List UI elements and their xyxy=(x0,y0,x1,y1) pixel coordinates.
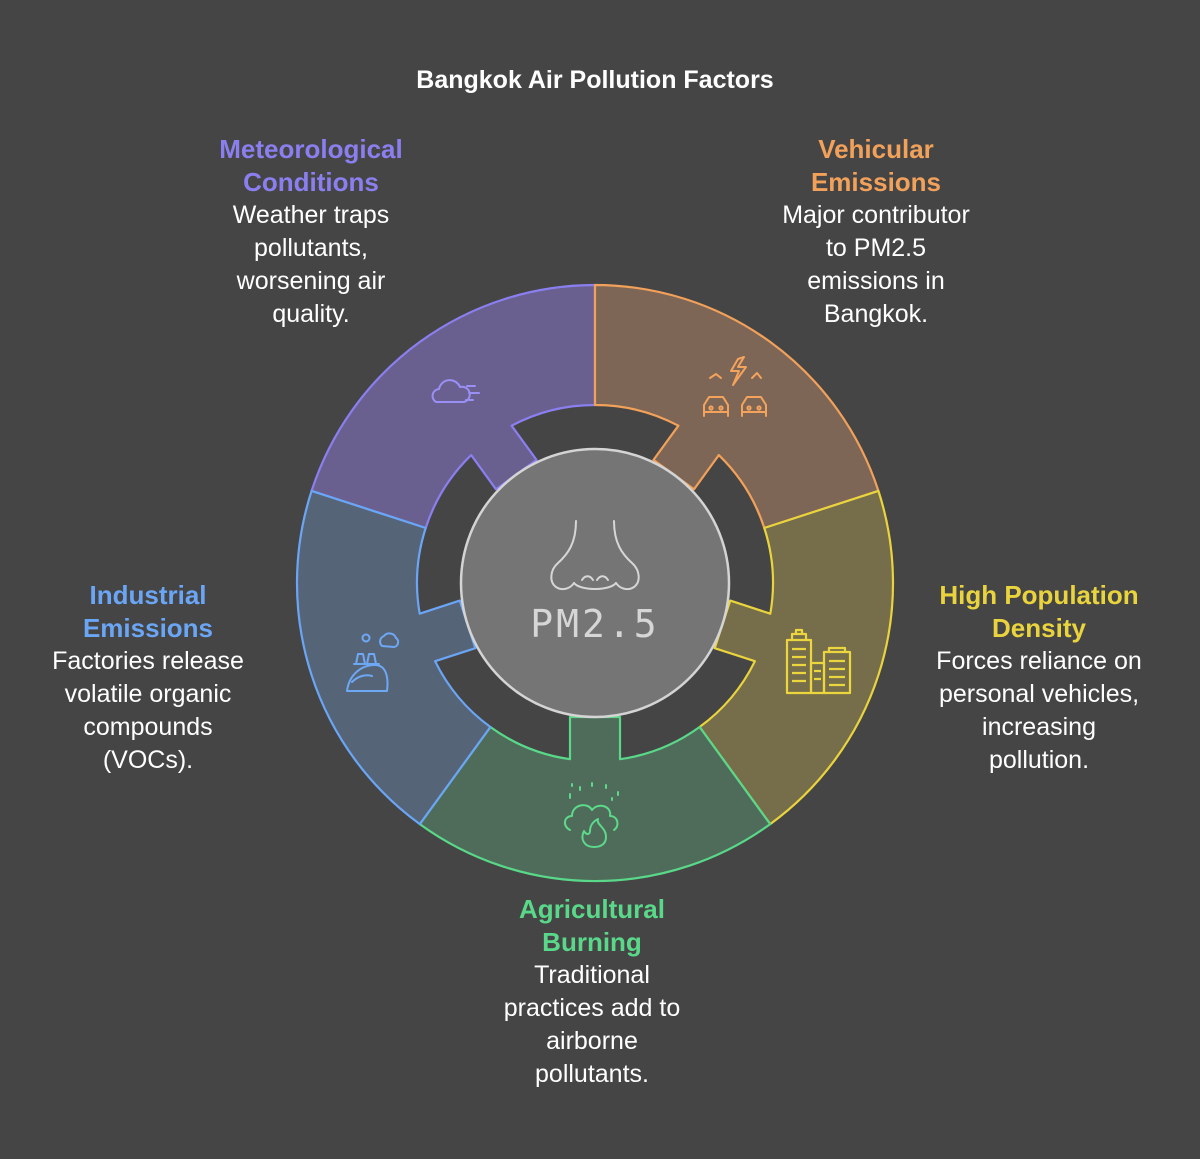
factor-title-line1: High Population xyxy=(939,580,1139,610)
factor-agricultural: Agricultural Burning Traditional practic… xyxy=(462,893,722,1091)
segment-vehicular xyxy=(593,283,880,530)
desc-line: worsening air xyxy=(236,267,386,295)
factor-title-line2: Emissions xyxy=(82,613,214,643)
factor-title-line1: Vehicular xyxy=(818,134,934,164)
factor-title-line2: Emissions xyxy=(810,167,942,197)
center-circle xyxy=(459,447,731,719)
factor-title-line1: Agricultural xyxy=(519,894,665,924)
desc-line: quality. xyxy=(272,300,350,328)
fire-smoke-icon xyxy=(564,782,619,848)
factor-title-line1: Industrial xyxy=(89,580,207,610)
segment-agricultural xyxy=(418,715,772,883)
desc-line: Forces reliance on xyxy=(936,647,1142,675)
segment-meteorological xyxy=(310,283,597,530)
cloud-wind-icon xyxy=(431,379,480,403)
nose-icon xyxy=(550,520,640,591)
factor-title-line1: Meteorological xyxy=(219,134,403,164)
desc-line: pollutants, xyxy=(254,234,368,262)
desc-line: Major contributor xyxy=(782,201,970,229)
desc-line: to PM2.5 xyxy=(825,234,927,262)
desc-line: personal vehicles, xyxy=(938,680,1140,708)
diagram-title: Bangkok Air Pollution Factors xyxy=(416,66,774,94)
desc-line: pollution. xyxy=(988,746,1090,774)
factor-title-line2: Burning xyxy=(542,927,642,957)
desc-line: Weather traps xyxy=(232,201,390,229)
desc-line: practices add to xyxy=(503,994,681,1022)
segment-industrial xyxy=(295,489,492,826)
desc-line: compounds xyxy=(83,713,213,741)
factor-industrial: Industrial Emissions Factories release v… xyxy=(24,579,272,777)
factor-population: High Population Density Forces reliance … xyxy=(906,579,1172,777)
factor-meteorological: Meteorological Conditions Weather traps … xyxy=(186,133,436,331)
factor-title-line2: Density xyxy=(992,613,1086,643)
factory-smoke-icon xyxy=(346,632,400,692)
factor-title-line2: Conditions xyxy=(243,167,379,197)
desc-line: Factories release xyxy=(52,647,244,675)
cars-exhaust-icon xyxy=(703,356,767,417)
desc-line: pollutants. xyxy=(535,1060,649,1088)
city-buildings-icon xyxy=(785,628,852,695)
desc-line: volatile organic xyxy=(64,680,232,708)
desc-line: Traditional xyxy=(534,961,650,989)
desc-line: (VOCs). xyxy=(102,746,194,774)
center-label: PM2.5 xyxy=(530,602,659,646)
factor-vehicular: Vehicular Emissions Major contributor to… xyxy=(743,133,1009,331)
desc-line: emissions in xyxy=(807,267,945,295)
desc-line: Bangkok. xyxy=(823,300,929,328)
desc-line: increasing xyxy=(982,713,1096,741)
desc-line: airborne xyxy=(546,1027,638,1055)
